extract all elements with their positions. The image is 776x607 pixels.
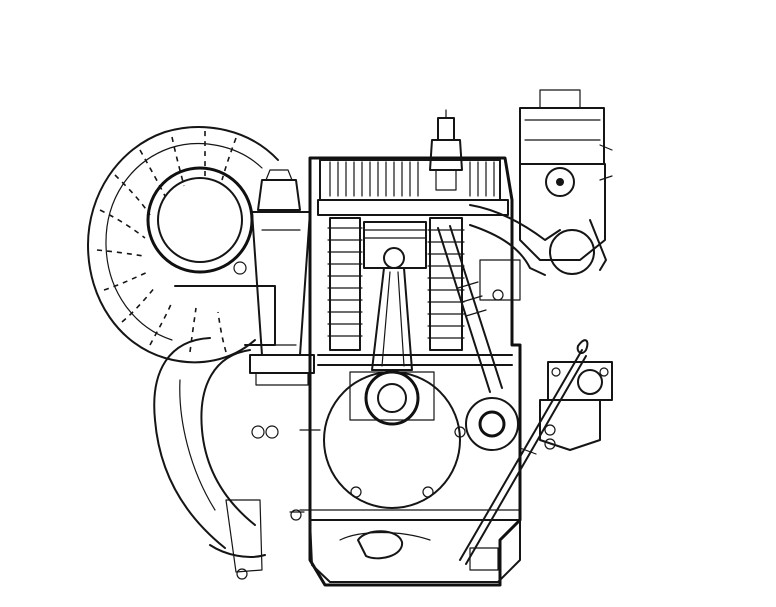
carburetor bbox=[519, 89, 613, 275]
cylinder-head-fins bbox=[317, 159, 509, 216]
piston-and-connecting-rod bbox=[363, 221, 427, 371]
cooling-fan-housing bbox=[87, 126, 279, 364]
oil-filter bbox=[249, 169, 315, 439]
intake-manifold bbox=[469, 204, 561, 301]
barrel-fins-left bbox=[327, 227, 363, 337]
oil-sump bbox=[289, 509, 521, 583]
spark-plug bbox=[429, 109, 463, 191]
barrel-fins-right bbox=[427, 229, 465, 339]
camshaft-and-pushrod bbox=[437, 225, 519, 451]
dipstick bbox=[459, 339, 589, 565]
cylinder-with-fins bbox=[327, 217, 465, 351]
fuel-pump bbox=[539, 361, 613, 451]
air-duct bbox=[153, 337, 266, 580]
head-fin-set bbox=[329, 161, 495, 197]
fan-blade-lines bbox=[96, 131, 237, 353]
crankshaft bbox=[323, 370, 466, 509]
